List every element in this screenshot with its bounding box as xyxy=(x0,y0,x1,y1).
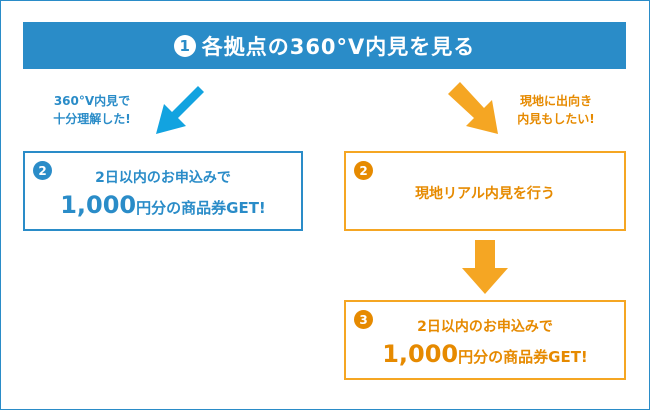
left-step-box: 2 2日以内のお申込みで 1,000円分の商品券GET! xyxy=(23,151,303,231)
step-2-badge-right: 2 xyxy=(354,161,373,180)
right-note-line2: 内見もしたい! xyxy=(517,112,595,126)
right-box-bottom-line1: 2日以内のお申込みで xyxy=(417,319,553,335)
left-note-line2: 十分理解した! xyxy=(53,112,131,126)
orange-down-arrow-icon xyxy=(462,240,508,294)
banner-title: 各拠点の360°V内見を見る xyxy=(201,34,476,59)
header-banner: 1 各拠点の360°V内見を見る xyxy=(23,22,626,69)
right-step-box-top: 2 現地リアル内見を行う xyxy=(344,151,626,231)
step-2-badge-left: 2 xyxy=(33,161,52,180)
right-box-bottom-line2: 1,000円分の商品券GET! xyxy=(346,340,624,368)
step-3-badge: 3 xyxy=(354,310,373,329)
left-box-suffix: 円分の商品券GET! xyxy=(136,199,266,217)
right-box-bottom-suffix: 円分の商品券GET! xyxy=(458,348,588,366)
right-step-box-bottom: 3 2日以内のお申込みで 1,000円分の商品券GET! xyxy=(344,300,626,380)
left-note: 360°V内見で 十分理解した! xyxy=(40,92,144,128)
right-note: 現地に出向き 内見もしたい! xyxy=(504,92,608,128)
left-box-line2: 1,000円分の商品券GET! xyxy=(25,191,301,219)
left-note-line1: 360°V内見で xyxy=(53,94,131,108)
blue-arrow-icon xyxy=(156,80,204,134)
right-box-top-text: 現地リアル内見を行う xyxy=(415,186,555,202)
step-1-badge: 1 xyxy=(173,34,196,57)
right-box-bottom-amount: 1,000 xyxy=(382,340,459,368)
orange-diagonal-arrow-icon xyxy=(448,82,498,134)
left-box-amount: 1,000 xyxy=(60,191,137,219)
right-note-line1: 現地に出向き xyxy=(519,94,592,108)
left-box-line1: 2日以内のお申込みで xyxy=(95,170,231,186)
